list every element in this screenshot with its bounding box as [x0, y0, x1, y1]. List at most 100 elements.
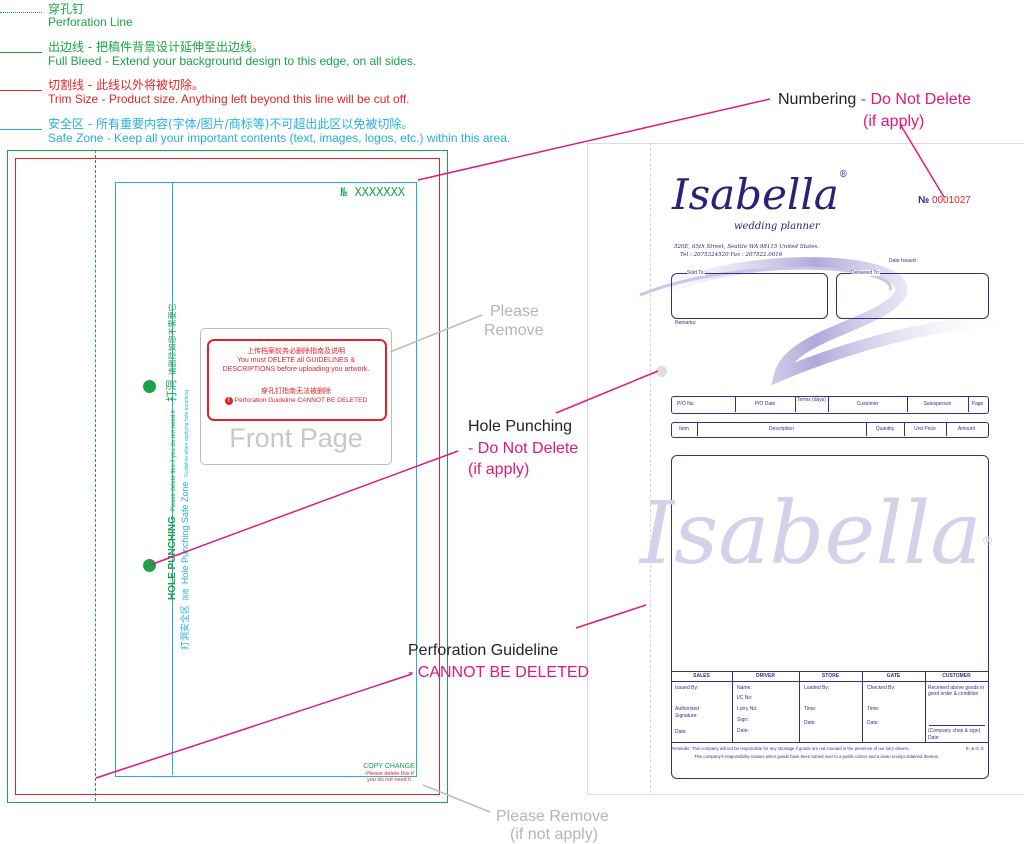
main-body-box — [671, 455, 989, 779]
numbering-callout-sub: (if apply) — [863, 113, 925, 130]
legend-trim-cn: 切割线 - 此线以外将被切除。 — [48, 78, 204, 92]
please-remove-connector — [389, 314, 483, 353]
salesperson-header: Salesperson — [923, 401, 952, 407]
sample-hole-dot — [656, 366, 667, 377]
watermark-reg: ® — [981, 533, 994, 548]
store-date: Date: — [804, 720, 816, 726]
perforation-callout-title: Perforation Guideline — [408, 642, 559, 659]
po-row — [671, 396, 989, 414]
legend-safe-en: Safe Zone - Keep all your important cont… — [48, 131, 511, 145]
item-divider-2 — [866, 422, 867, 436]
copy-change-note1: -Please delete this if — [364, 771, 414, 777]
sales-issued-by: Issued By: — [675, 685, 699, 691]
numbering-connector-right — [899, 123, 945, 198]
perforation-callout-warning: - CANNOT BE DELETED — [408, 664, 590, 681]
store-loaded-by: Loaded By: — [804, 685, 830, 691]
notice-en3: Perforation Guideline CANNOT BE DELETED — [234, 397, 368, 404]
footer-divider-3 — [862, 671, 863, 742]
footer-divider-2 — [799, 671, 800, 742]
numbering-callout-warning: - Do Not Delete — [860, 91, 971, 108]
notice-en1: You must DELETE all GUIDELINES & — [236, 357, 355, 364]
po-divider-1 — [735, 396, 736, 412]
po-divider-2 — [795, 396, 796, 412]
brand-logo: Isabella® — [672, 170, 848, 219]
delivered-to-label: Delivered To: — [851, 270, 881, 276]
footer-sales-head: SALES — [693, 673, 710, 679]
legend-perforation-cn: 穿孔钉 — [48, 2, 85, 16]
warning-icon: ! — [224, 397, 233, 405]
sold-to-label: Sold To: — [687, 270, 705, 276]
legend-bleed-en: Full Bleed - Extend your background desi… — [48, 54, 417, 68]
quantity-header: Quantity — [875, 426, 895, 432]
trim-box — [15, 158, 440, 795]
driver-date: Date: — [737, 728, 749, 734]
description-header: Description — [768, 426, 794, 432]
watermark: Isabella® — [640, 484, 994, 584]
legend-perforation-en: Perforation Line — [48, 15, 133, 29]
numbering-placeholder: № XXXXXXX — [340, 185, 406, 199]
notice-cn2: 穿孔钉指南无法被删除 — [261, 387, 331, 395]
safe-line-swatch — [0, 129, 42, 130]
unit-price-header: Unit Price — [914, 426, 936, 432]
po-date-header: P/O Date — [754, 401, 776, 407]
bleed-box — [7, 150, 448, 803]
driver-sign: Sign: — [737, 717, 749, 723]
item-divider-1 — [697, 422, 698, 436]
footer-divider-4 — [925, 671, 926, 742]
terms-header: Terms (days) — [797, 397, 826, 403]
driver-lorry: Lorry No: — [737, 706, 758, 712]
numbering-callout: Numbering - Do Not Delete — [778, 91, 971, 109]
customer-chop: (Company chop & sign) — [928, 728, 981, 734]
notice-en3-row: ! Perforation Guideline CANNOT BE DELETE… — [207, 397, 385, 405]
sample-number-prefix: № — [918, 195, 930, 206]
eoe: E. & O. E — [966, 746, 984, 751]
please-remove-2b: (if not apply) — [510, 826, 599, 843]
sales-authorised: Authorised — [675, 706, 699, 712]
po-divider-3 — [828, 396, 829, 412]
hole-connector-right — [555, 370, 659, 414]
sales-signature: Signature: — [675, 713, 698, 719]
po-divider-5 — [968, 396, 969, 412]
notice-cn1: 上传档案前务必删除指南及说明 — [247, 347, 345, 355]
footer-customer-head: CUSTOMER — [942, 673, 971, 679]
hole-safe-zone-line — [172, 182, 173, 775]
delivered-to-box — [836, 273, 989, 319]
brand-name: Isabella — [672, 170, 839, 219]
please-remove-1b: Remove — [484, 322, 544, 339]
store-time: Time: — [804, 706, 817, 712]
notice-en2: DESCRIPTIONS before uploading you artwor… — [222, 366, 370, 373]
footer-store-head: STORE — [821, 673, 840, 679]
sample-number: № 0001027 — [918, 195, 971, 206]
footer-header-line — [671, 681, 988, 682]
hole-dot-top — [143, 380, 156, 393]
sold-to-box — [671, 273, 828, 319]
trim-line-swatch — [0, 90, 42, 91]
customer-date: Date: — [928, 735, 940, 741]
hole-punching-callout-sub: (if apply) — [468, 461, 530, 478]
reminder-line1: Reminder: This company will not be respo… — [671, 746, 910, 751]
item-divider-3 — [904, 422, 905, 436]
brand-subtitle: wedding planner — [734, 221, 820, 232]
customer-sign-line — [929, 725, 985, 726]
footer-gate-head: GATE — [886, 673, 901, 679]
customer-received-2: good order & condition — [928, 691, 979, 697]
address-line1: 520E, 65th Street, Seattle WA 98115 Unit… — [674, 244, 820, 250]
sample-perforation-line — [650, 143, 651, 793]
watermark-text: Isabella — [640, 484, 982, 584]
item-row — [671, 422, 989, 438]
decorative-swoosh — [616, 257, 1012, 386]
po-no-header: P/O No. — [677, 401, 695, 407]
legend-safe-cn: 安全区 - 所有重要内容(字体/图片/商标等)不可超出此区以免被切除。 — [48, 117, 414, 131]
footer-bottom — [671, 742, 988, 743]
numbering-callout-title: Numbering — [778, 91, 857, 108]
address-line2: Tel : 2075324520 Fax : 207522.0016 — [680, 252, 783, 258]
sample-number-value: 0001027 — [931, 195, 971, 206]
footer-divider-1 — [732, 671, 733, 742]
date-issued: Date Issued : — [889, 258, 919, 264]
bleed-line-swatch — [0, 52, 42, 53]
sample-page — [587, 143, 1024, 795]
gate-date: Date: — [867, 720, 879, 726]
please-remove-2-connector — [422, 784, 491, 813]
notice-box — [207, 339, 387, 421]
